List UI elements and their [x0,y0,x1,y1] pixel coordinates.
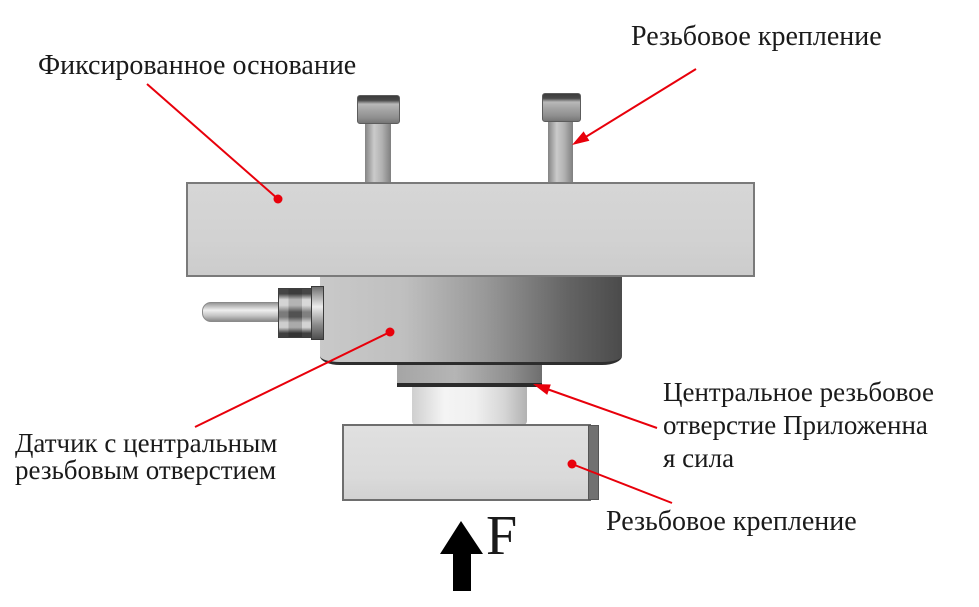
label-sensor-central-hole: Датчик с центральным резьбовым отверстие… [15,428,278,485]
bolt-right-head [542,93,581,122]
bolt-left-head [357,95,400,124]
leader-fastener-bottom [567,459,673,504]
label-threaded-fastener-top: Резьбовое крепление [631,21,882,52]
sensor-load-button [412,387,527,425]
sensor-boss-ring [397,363,542,387]
cable-gland-ring [311,286,324,340]
leader-fastener-top [572,68,697,145]
label-fixed-base: Фиксированное основание [38,50,357,81]
bottom-fixture-plate-edge [588,425,599,500]
bottom-fixture-plate [342,424,591,501]
leader-dot [273,194,283,204]
leader-fixed-base [146,83,283,204]
label-threaded-fastener-bottom: Резьбовое крепление [606,506,857,537]
leader-central-hole [533,384,658,429]
force-arrow [440,521,483,591]
leader-arrowhead [572,131,590,145]
bolt-left-shank [365,123,391,183]
force-symbol: F [486,505,518,567]
bolt-right-shank [548,121,573,183]
leader-arrowhead [533,384,551,395]
leader-dot [385,327,395,337]
label-central-threaded-hole-applied-force: Центральное резьбовое отверстие Приложен… [663,377,934,473]
leader-sensor [194,327,395,428]
sensor-body [320,277,622,365]
